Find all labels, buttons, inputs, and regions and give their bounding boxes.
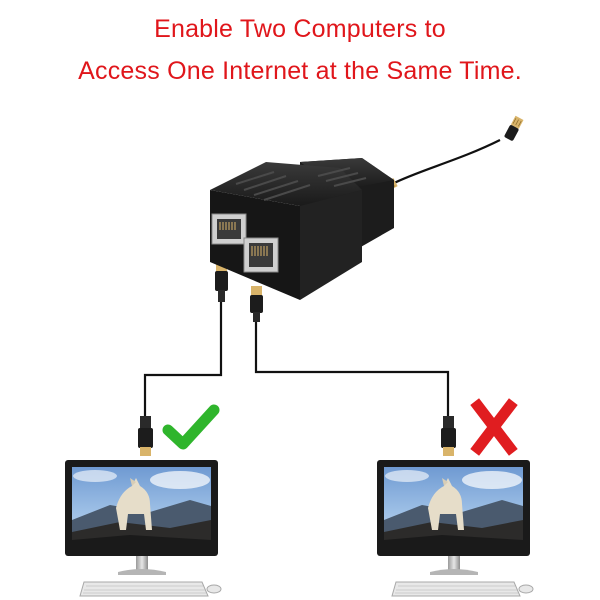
keyboard-icon: [79, 581, 209, 597]
cross-icon: [470, 398, 518, 456]
left-port: [211, 213, 247, 245]
left-output-cable: [138, 262, 228, 456]
right-port: [243, 237, 279, 273]
wolf-wallpaper: [72, 467, 211, 549]
mouse-icon: [518, 584, 534, 594]
wolf-wallpaper: [384, 467, 523, 549]
mouse-icon: [206, 584, 222, 594]
left-computer: [65, 460, 222, 597]
headline-line-2: Access One Internet at the Same Time.: [78, 57, 522, 85]
right-output-cable: [250, 286, 456, 456]
monitor-icon: [377, 460, 530, 575]
headline: Enable Two Computers to Access One Inter…: [0, 8, 600, 92]
monitor-icon: [65, 460, 218, 575]
rj45-splitter-adapter-icon: [210, 158, 394, 300]
headline-line-1: Enable Two Computers to: [154, 15, 446, 43]
keyboard-icon: [391, 581, 521, 597]
right-computer: [377, 460, 534, 597]
checkmark-icon: [162, 404, 220, 450]
input-cable: [374, 115, 524, 197]
